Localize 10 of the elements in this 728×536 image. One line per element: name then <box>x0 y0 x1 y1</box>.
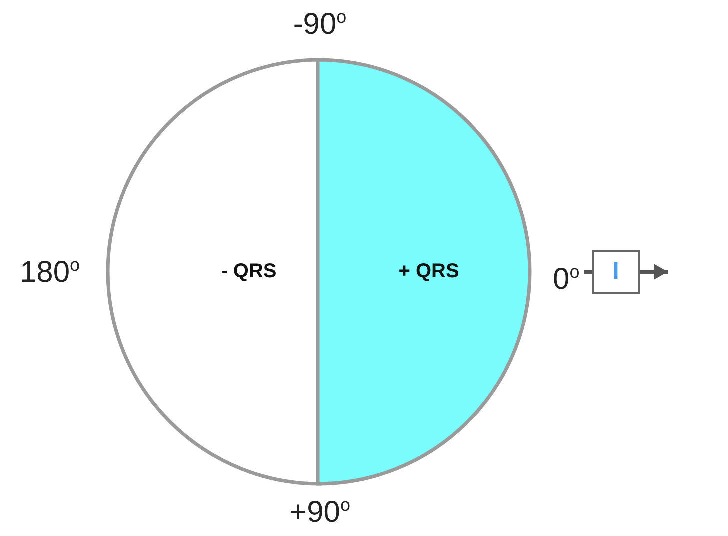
lead-label: I <box>612 258 620 286</box>
angle-label: 180$^{o}$ <box>20 256 80 288</box>
lead-box <box>592 250 640 294</box>
angle-label: 0$^{o}$ <box>553 256 580 296</box>
angle-label: +90$^{o}$ <box>290 496 350 528</box>
angle-label: -90$^{o}$ <box>293 8 347 40</box>
region-label: - QRS <box>221 260 277 284</box>
connector-line <box>584 270 592 274</box>
arrow <box>640 264 668 280</box>
region-label: + QRS <box>398 260 460 284</box>
